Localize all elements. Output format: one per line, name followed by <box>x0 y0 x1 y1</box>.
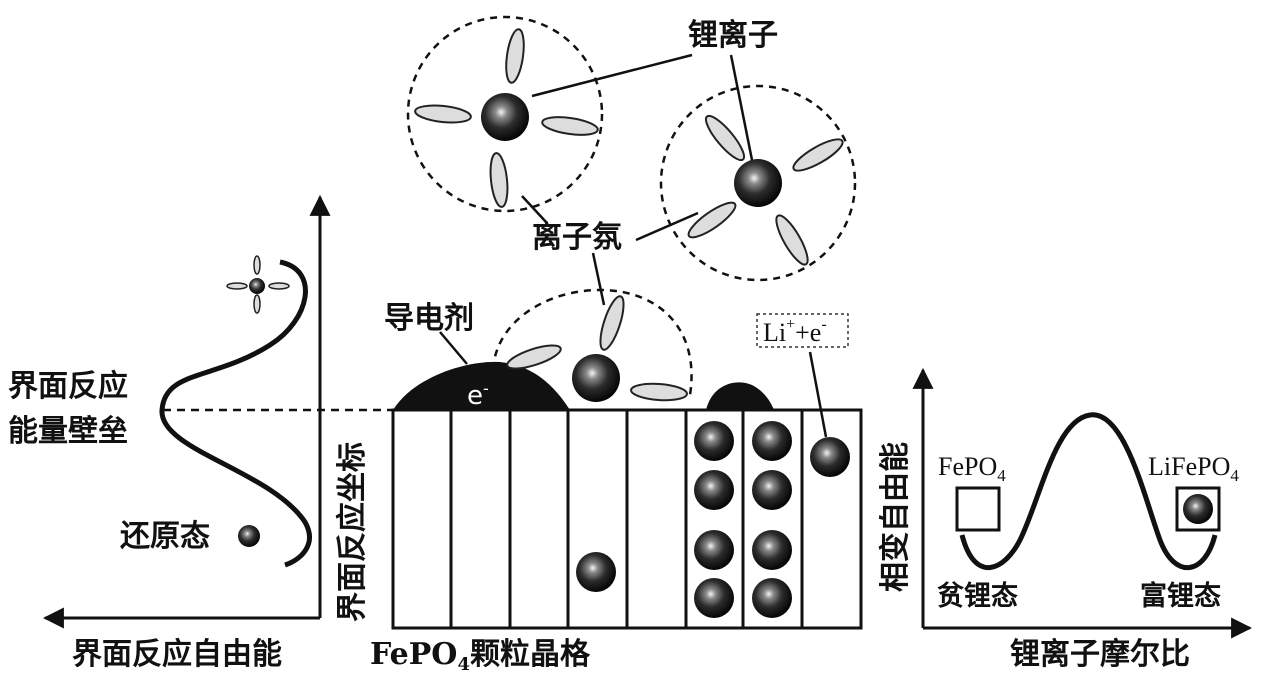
lithium-ion-label: 锂离子 <box>688 18 778 53</box>
right-energy-panel: FePO4 LiFePO4 贫锂态 富锂态 锂离子摩尔比 相变自由能 <box>878 367 1253 672</box>
interface-barrier-label-line1: 界面反应 <box>8 369 128 404</box>
electron-symbol: e- <box>467 379 489 411</box>
svg-text:Li++e-: Li++e- <box>763 316 827 347</box>
phase-free-energy-axis-label: 相变自由能 <box>878 442 913 592</box>
lithium-poor-label: 贫锂态 <box>937 580 1018 612</box>
li-mole-ratio-axis-label: 锂离子摩尔比 <box>1010 637 1190 671</box>
conductive-agent-label: 导电剂 <box>384 301 474 336</box>
lifepo4-label: LiFePO4 <box>1148 452 1239 485</box>
reaction-coordinate-axis-label: 界面反应坐标 <box>335 442 370 622</box>
interface-free-energy-axis-label: 界面反应自由能 <box>72 637 282 671</box>
lattice-panel: e- FePO4颗粒晶格 <box>370 361 863 675</box>
left-energy-panel: 界面反应 能量壁垒 还原态 界面反应自由能 界面反应坐标 <box>8 194 392 672</box>
right-double-well-curve <box>959 412 1218 571</box>
reduced-state-label: 还原态 <box>120 519 210 554</box>
solvated-ion-icon <box>226 255 290 314</box>
lattice-column-dividers <box>449 410 804 628</box>
fepo4-label: FePO4 <box>938 452 1006 485</box>
left-energy-curve <box>159 259 312 568</box>
ion-atmosphere-label: 离子氛 <box>532 220 622 255</box>
ion-atmosphere-2 <box>659 84 857 282</box>
li-plus-electron-box: Li++e- <box>756 313 849 348</box>
lattice-label: FePO4颗粒晶格 <box>370 637 591 671</box>
lattice-lithium-balls <box>576 421 850 618</box>
interface-barrier-label-line2: 能量壁垒 <box>8 414 128 449</box>
leader-lines <box>439 53 828 438</box>
conductive-agent-large <box>393 361 570 410</box>
fepo4-empty-box <box>955 486 1001 532</box>
conductive-agent-small <box>706 382 774 410</box>
lifepo4-ball <box>1183 494 1213 524</box>
ion-atmosphere-1 <box>406 15 604 213</box>
reduced-state-ball <box>238 525 260 547</box>
lithium-rich-label: 富锂态 <box>1140 580 1221 612</box>
